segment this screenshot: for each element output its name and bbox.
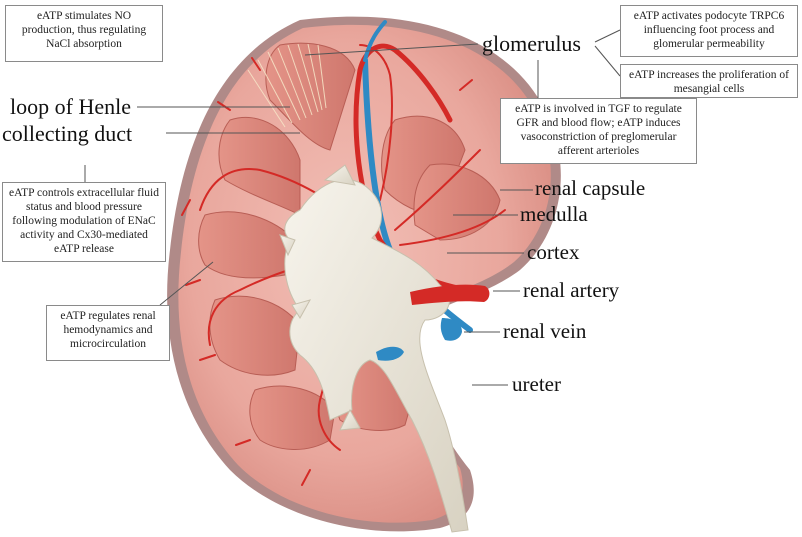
label-ureter: ureter	[512, 372, 561, 396]
external-renal-artery	[410, 284, 490, 305]
label-cortex: cortex	[527, 240, 580, 264]
label-loop-of-henle: loop of Henle	[10, 94, 131, 119]
pyramid	[209, 295, 301, 376]
renal-pelvis	[279, 164, 469, 533]
external-renal-vein	[440, 318, 462, 341]
pyramid	[198, 211, 296, 279]
annotation-fluid-status: eATP controls extracellular fluid status…	[2, 182, 166, 262]
label-renal-capsule: renal capsule	[535, 176, 646, 200]
tubule-striations	[247, 43, 327, 128]
annotation-no-production: eATP stimulates NO production, thus regu…	[5, 5, 163, 62]
pyramid	[218, 116, 301, 216]
hilum-vein	[376, 346, 404, 361]
annotation-mesangial: eATP increases the proliferation of mesa…	[620, 64, 798, 98]
label-glomerulus: glomerulus	[482, 31, 581, 56]
label-medulla: medulla	[520, 202, 588, 226]
label-collecting-duct: collecting duct	[2, 121, 133, 146]
label-renal-artery: renal artery	[523, 278, 620, 302]
label-renal-vein: renal vein	[503, 319, 587, 343]
annotation-tgf: eATP is involved in TGF to regulate GFR …	[500, 98, 697, 164]
leader-lines	[84, 29, 621, 386]
pyramid	[265, 42, 356, 151]
medulla-pyramids	[198, 42, 501, 450]
pyramid	[413, 163, 501, 241]
annotation-trpc6: eATP activates podocyte TRPC6 influencin…	[620, 5, 798, 57]
annotation-hemodynamics: eATP regulates renal hemodynamics and mi…	[46, 305, 170, 361]
pyramid	[249, 385, 336, 450]
